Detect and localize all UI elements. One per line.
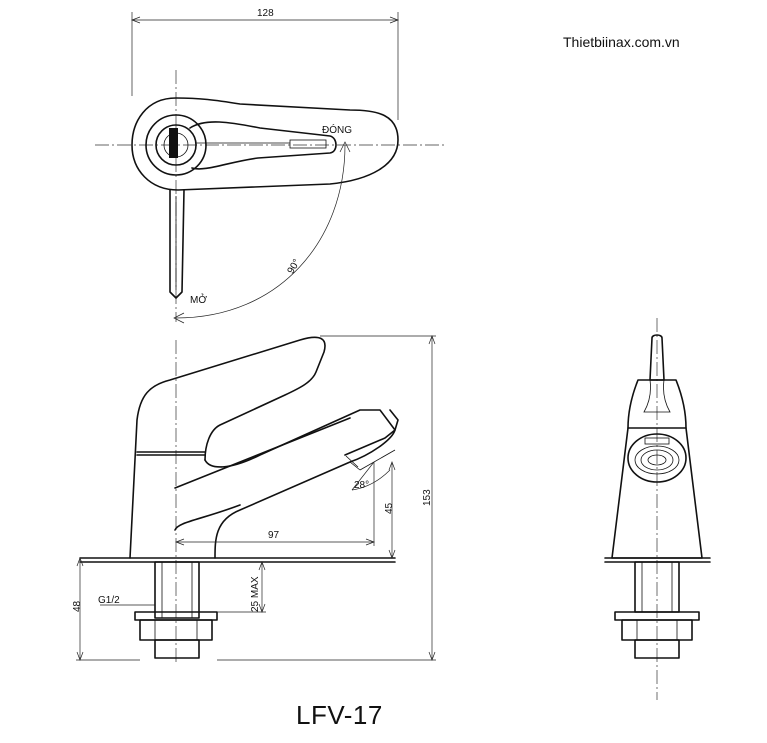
website-text: Thietbiinax.com.vn: [563, 34, 680, 50]
dim-shank-length: 48: [72, 600, 83, 612]
dim-total-height: 153: [422, 489, 433, 506]
label-rotation: 90°: [286, 257, 303, 276]
label-closed: ĐÓNG: [322, 123, 352, 136]
dim-max-counter: 25 MAX: [250, 576, 261, 612]
front-view: [76, 335, 436, 665]
label-thread: G1/2: [98, 595, 120, 606]
side-view: [604, 318, 711, 700]
model-title: LFV-17: [296, 700, 383, 730]
top-view: [95, 12, 445, 324]
label-spout-angle: 28°: [354, 480, 369, 491]
label-open: MỞ: [190, 293, 207, 306]
dim-spout-height: 45: [384, 502, 395, 514]
dim-spout-reach: 97: [268, 530, 280, 541]
dim-overall-width: 128: [257, 8, 274, 19]
